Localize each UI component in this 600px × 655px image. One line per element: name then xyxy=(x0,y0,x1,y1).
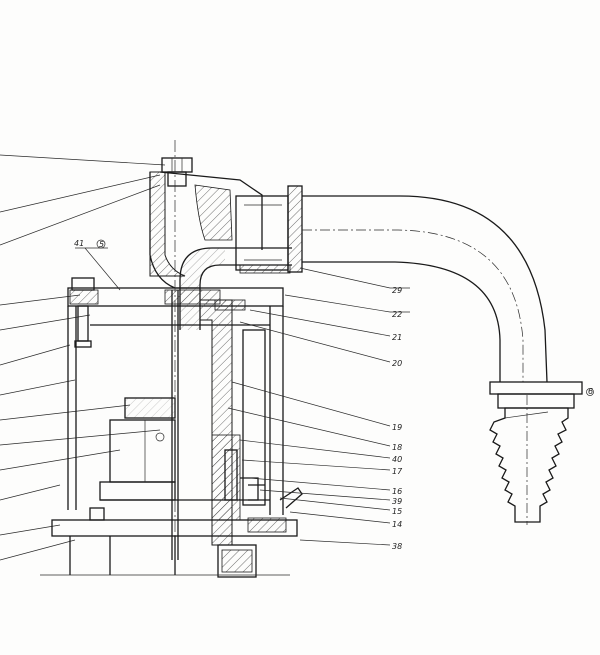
callout-41-leader xyxy=(75,247,121,291)
left-leader-lines xyxy=(0,154,166,561)
callout-15: 15 xyxy=(392,507,402,516)
outlet-coupling xyxy=(235,185,303,274)
right-leader-lines xyxy=(227,267,410,546)
callout-21: 21 xyxy=(392,333,402,342)
callout-circle-icon xyxy=(96,239,106,249)
base-plate xyxy=(40,507,298,578)
side-marker-text: 6 xyxy=(588,387,593,396)
callout-19: 19 xyxy=(392,423,402,432)
callout-20: 20 xyxy=(392,359,402,368)
callout-14: 14 xyxy=(392,520,402,529)
callout-17: 17 xyxy=(392,467,403,476)
hose-nozzle xyxy=(489,381,583,525)
callout-38: 38 xyxy=(392,542,402,551)
callout-41: 41 xyxy=(74,239,84,248)
callout-22: 22 xyxy=(392,310,402,319)
callout-16: 16 xyxy=(392,487,402,496)
rotor-stator xyxy=(99,397,176,501)
side-marker-icon xyxy=(586,388,594,396)
inner-elbow xyxy=(179,247,292,330)
pump-body-section xyxy=(199,299,303,546)
callout-41-circle-text: 5 xyxy=(99,240,104,249)
mounting-flange xyxy=(67,277,284,348)
callout-18: 18 xyxy=(392,443,402,452)
callout-40: 40 xyxy=(392,455,402,464)
shaft xyxy=(171,140,179,570)
callout-39: 39 xyxy=(392,497,402,506)
callout-29: 29 xyxy=(392,286,402,295)
top-bolt xyxy=(161,157,193,187)
discharge-bend xyxy=(302,195,548,383)
